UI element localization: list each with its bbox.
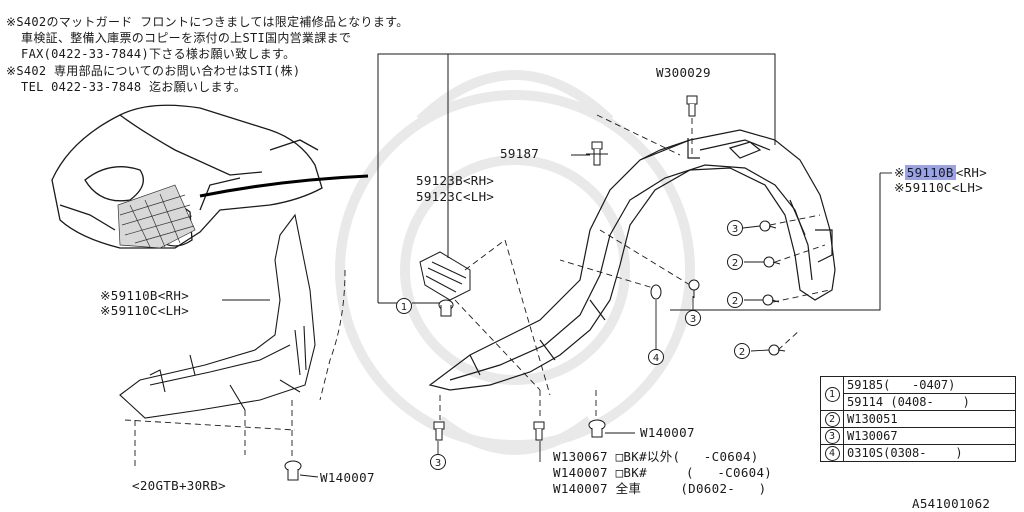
label-59110b-left[interactable]: ※59110B<RH> — [100, 288, 190, 303]
figure-code: A541001062 — [912, 496, 991, 511]
clip-2a — [763, 256, 781, 268]
part-59110b-highlight[interactable]: 59110B — [904, 165, 956, 180]
legend-row: 4 0310S(0308- ) — [820, 444, 1016, 462]
clip-2b — [762, 294, 780, 306]
callout-2-middle: 2 — [732, 296, 738, 307]
clip-3b — [688, 279, 700, 298]
note-line-2: 車検証、整備入庫票のコピーを添付の上STI国内営業課まで — [6, 31, 352, 45]
label-variant-left: <20GTB+30RB> — [132, 478, 226, 493]
legend-circle: 3 — [824, 429, 840, 444]
note-line-5: TEL 0422-33-7848 迄お願いします。 — [6, 80, 247, 94]
clip-w130067 — [533, 421, 545, 441]
legend-part[interactable]: W130051 — [843, 410, 1016, 428]
legend-index-4: 4 — [820, 444, 844, 462]
bolt-59187 — [586, 141, 608, 166]
clip-3a — [759, 220, 777, 232]
label-w140007-mid[interactable]: W140007 — [640, 425, 695, 440]
washer-4 — [650, 284, 662, 300]
left-liner-dashed-leaders — [124, 269, 346, 470]
bolt-w300029 — [686, 95, 698, 117]
label-59187[interactable]: 59187 — [500, 146, 540, 161]
callout-circles — [396, 220, 750, 470]
fasteners — [284, 95, 786, 481]
legend-index-1: 1 — [820, 376, 844, 411]
clip-2c — [768, 344, 786, 356]
bracket-59123 — [419, 251, 471, 301]
label-w-line-3[interactable]: W140007 全車 (D0602- ) — [553, 481, 767, 496]
note-line-3: FAX(0422-33-7844)下さる様お願い致します。 — [6, 47, 296, 61]
rh-suffix: <RH> — [955, 165, 988, 180]
label-59110c-left[interactable]: ※59110C<LH> — [100, 303, 190, 318]
label-59110b-right[interactable]: ※59110B<RH> — [894, 165, 988, 180]
legend-row: 1 59185( -0407) — [820, 376, 1016, 411]
label-w-line-1[interactable]: W130067 □BK#以外( -C0604) — [553, 449, 759, 464]
label-59123c[interactable]: 59123C<LH> — [416, 189, 495, 204]
clip-w140007-left — [284, 460, 302, 481]
fender-liner-left — [119, 213, 316, 419]
legend-part[interactable]: 59114 (0408- ) — [843, 393, 1016, 411]
label-w140007-left[interactable]: W140007 — [320, 470, 375, 485]
legend-part[interactable]: 0310S(0308- ) — [843, 444, 1016, 462]
callout-3-upper: 3 — [732, 224, 738, 235]
clip-3-bottom — [433, 421, 445, 441]
callout-numbers: 1 3 2 2 2 3 4 3 — [401, 224, 745, 469]
clip-w140007-mid — [588, 419, 606, 438]
callout-3-bottom: 3 — [435, 458, 441, 469]
note-line-4: ※S402 専用部品についてのお問い合わせはSTI(株) — [6, 64, 301, 78]
legend-circle: 1 — [824, 386, 840, 402]
callout-2-lower: 2 — [739, 347, 745, 358]
callout-1: 1 — [401, 302, 407, 313]
legend-table: 1 59185( -0407) 59114 (0408- ) 2 W130051… — [820, 376, 1016, 462]
label-59123b[interactable]: 59123B<RH> — [416, 173, 495, 188]
star-mark: ※ — [894, 165, 905, 180]
legend-index-2: 2 — [820, 410, 844, 428]
mat-guard-hatch — [117, 184, 196, 249]
clip-1 — [438, 299, 454, 317]
label-59110c-right[interactable]: ※59110C<LH> — [894, 180, 984, 195]
label-w300029[interactable]: W300029 — [656, 65, 711, 80]
legend-circle: 2 — [824, 412, 840, 427]
dashed-leaders — [439, 114, 831, 420]
legend-index-3: 3 — [820, 427, 844, 445]
note-line-1: ※S402のマットガード フロントにつきましては限定補修品となります。 — [6, 15, 409, 29]
legend-part[interactable]: W130067 — [843, 427, 1016, 445]
leader-car-arrow — [199, 174, 369, 198]
solid-leaders — [222, 154, 892, 478]
legend-row: 3 W130067 — [820, 427, 1016, 445]
legend-row: 2 W130051 — [820, 410, 1016, 428]
callout-3-middle: 3 — [690, 314, 696, 325]
callout-4: 4 — [653, 353, 659, 364]
car-front-illustration — [51, 104, 323, 249]
legend-circle: 4 — [824, 446, 840, 461]
label-w-line-2[interactable]: W140007 □BK# ( -C0604) — [553, 465, 773, 480]
watermark-emblem — [335, 70, 695, 455]
assembly-frame — [377, 53, 881, 311]
legend-part[interactable]: 59185( -0407) — [843, 376, 1016, 394]
callout-2-upper: 2 — [732, 258, 738, 269]
legend-row: 59114 (0408- ) — [821, 393, 1016, 411]
